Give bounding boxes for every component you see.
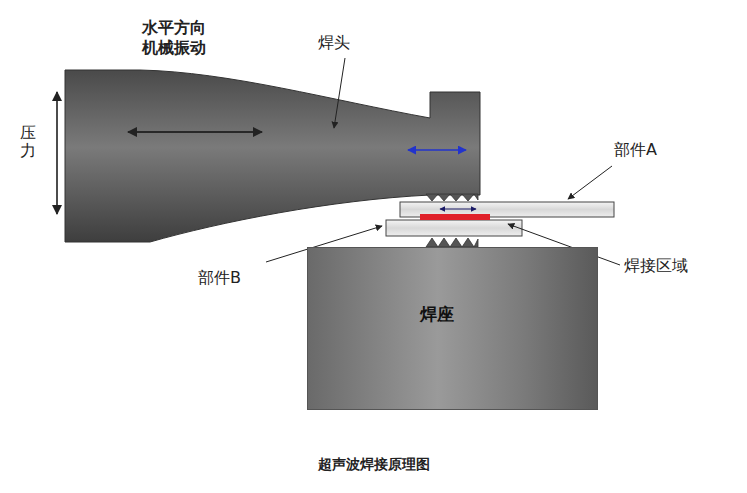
pressure-arrow [56,92,58,214]
vibration-arrow [128,131,262,133]
caption: 超声波焊接原理图 [0,456,747,474]
plate-vibration-arrow [440,209,476,210]
part-label: 焊头 [318,33,350,53]
weld-zone [420,214,490,220]
leader-line [334,58,345,128]
part-label: 部件A [614,140,657,160]
part-label: 压力 [20,124,36,159]
horn-vibration-arrow [408,149,466,151]
part-b-plate [386,220,522,236]
base-teeth [426,238,478,247]
leader-line [568,166,612,199]
part-label: 部件B [198,268,241,288]
part-label: 焊接区域 [624,256,688,276]
horn-teeth [426,194,478,201]
node-label: 焊座 [420,303,454,326]
welding-base: 焊座 [307,247,598,410]
part-label: 水平方向 机械振动 [142,18,211,58]
